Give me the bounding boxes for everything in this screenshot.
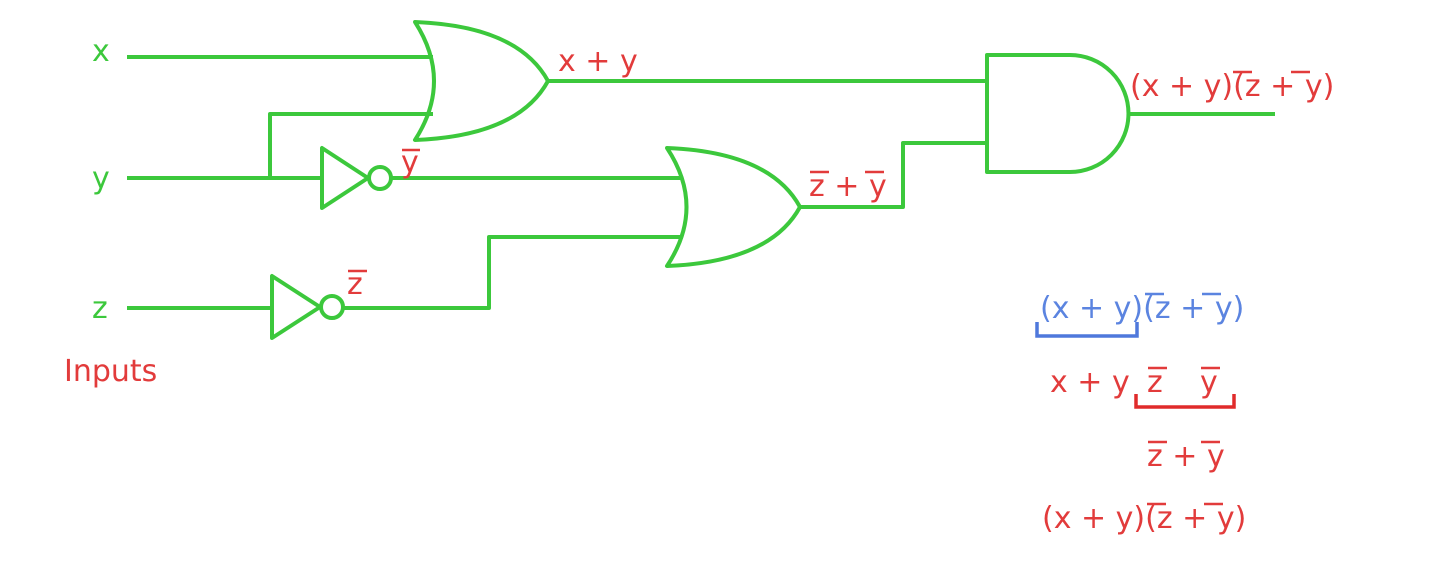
wire-or2-to-and <box>800 141 985 209</box>
wire-not-z-to-or2 <box>344 235 683 310</box>
derivation-line-3: z + y <box>1147 439 1225 474</box>
input-label-x: x <box>92 34 110 69</box>
brace-red <box>1134 394 1236 409</box>
wire-y-branch-to-or1 <box>268 112 433 178</box>
or-gate-1 <box>413 20 550 142</box>
and-gate <box>985 53 1131 174</box>
derivation-line-1: (x + y)(z + y) <box>1040 291 1244 326</box>
inputs-caption: Inputs <box>64 354 157 389</box>
not-y-output-label: y <box>401 145 419 180</box>
input-label-z: z <box>92 291 108 326</box>
brace-blue <box>1035 322 1139 338</box>
input-label-y: y <box>92 161 110 196</box>
or1-output-label: x + y <box>558 44 638 79</box>
derivation-line-4: (x + y)(z + y) <box>1042 501 1246 536</box>
not-gate-y <box>320 146 393 210</box>
or2-output-label: z + y <box>809 169 887 204</box>
and-output-label: (x + y)(z + y) <box>1130 69 1334 104</box>
wires <box>127 55 1275 310</box>
not-gate-z <box>270 274 345 340</box>
not-z-output-label: z <box>347 267 363 302</box>
or-gate-2 <box>665 146 802 268</box>
